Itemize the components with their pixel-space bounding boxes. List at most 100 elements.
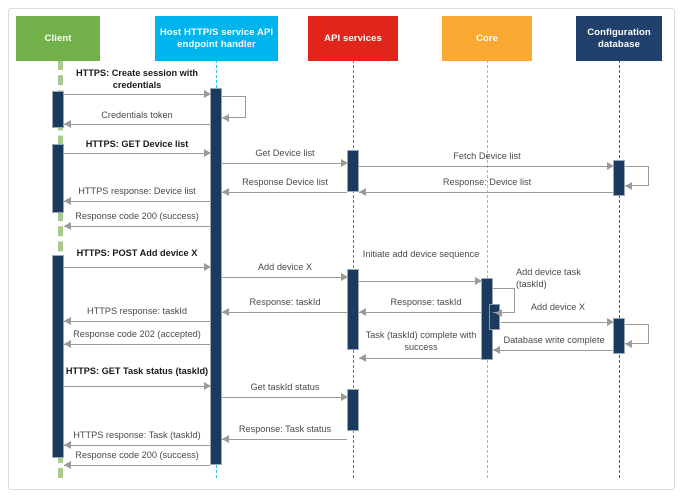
message-arrow-m2 [64, 120, 71, 128]
message-label-m1: HTTPS: Create session with credentials [75, 68, 199, 90]
actor-box-core[interactable]: Core [442, 16, 532, 61]
message-label-m3: HTTPS: GET Device list [85, 139, 189, 149]
message-arrow-m19 [64, 317, 71, 325]
message-arrow-m24 [64, 441, 71, 449]
message-line-m15 [501, 322, 613, 323]
message-line-m18 [222, 312, 347, 313]
message-label-m11: Add device X [257, 262, 313, 272]
message-line-m7 [222, 192, 347, 193]
message-label-m6: Response: Device list [442, 177, 532, 187]
self-loop-core-1-arrow-icon [495, 309, 502, 317]
activation-bar-api-3 [347, 389, 359, 431]
actor-box-api-services[interactable]: API services [308, 16, 398, 61]
message-line-m3 [64, 153, 210, 154]
message-arrow-m15 [607, 318, 614, 326]
message-label-m17: Task (taskId) complete with success [365, 330, 477, 352]
message-line-m24 [64, 445, 210, 446]
message-arrow-m21 [204, 382, 211, 390]
message-label-m13: Add device task (taskId) [516, 267, 581, 289]
message-label-m12: Initiate add device sequence [362, 249, 480, 259]
self-loop-host-1 [222, 96, 246, 118]
message-arrow-m14 [359, 308, 366, 316]
self-loop-db-1 [625, 166, 649, 186]
actor-label-client: Client [44, 32, 72, 44]
actor-box-host[interactable]: Host HTTP/S service API endpoint handler [155, 16, 278, 61]
message-arrow-m7 [222, 188, 229, 196]
message-label-m18: Response: taskId [249, 297, 321, 307]
actor-label-host: Host HTTP/S service API endpoint handler [159, 27, 274, 50]
message-arrow-m5 [607, 162, 614, 170]
message-arrow-m16 [493, 346, 500, 354]
message-arrow-m3 [204, 149, 211, 157]
lifeline-core [487, 60, 488, 478]
activation-bar-client-3 [52, 255, 64, 458]
message-label-m23: Response: Task status [238, 424, 332, 434]
message-label-m22: Get taskId status [250, 382, 320, 392]
activation-bar-core-nested [489, 304, 500, 330]
message-label-m16: Database write complete [503, 335, 605, 345]
message-arrow-m18 [222, 308, 229, 316]
message-line-m12 [359, 281, 481, 282]
message-arrow-m8 [64, 197, 71, 205]
message-line-m23 [222, 439, 347, 440]
message-label-m25: Response code 200 (success) [75, 450, 199, 460]
message-label-m21: HTTPS: GET Task status (taskId) [65, 366, 209, 376]
message-arrow-m1 [204, 90, 211, 98]
message-label-m20: Response code 202 (accepted) [73, 329, 201, 339]
message-line-m17 [359, 358, 481, 359]
message-arrow-m12 [475, 277, 482, 285]
message-arrow-m22 [341, 393, 348, 401]
activation-bar-client-1 [52, 91, 64, 128]
activation-bar-host-1 [210, 88, 222, 465]
message-arrow-m10 [204, 263, 211, 271]
message-arrow-m23 [222, 435, 229, 443]
message-line-m2 [64, 124, 210, 125]
message-line-m1 [64, 94, 210, 95]
self-loop-db-1-arrow-icon [625, 182, 632, 190]
message-line-m6 [359, 192, 613, 193]
message-arrow-m25 [64, 461, 71, 469]
message-line-m21 [64, 386, 210, 387]
message-label-m10: HTTPS: POST Add device X [76, 248, 198, 258]
activation-bar-client-2 [52, 144, 64, 213]
message-line-m4 [222, 163, 347, 164]
actor-box-client[interactable]: Client [16, 16, 100, 61]
message-line-m16 [493, 350, 613, 351]
message-line-m8 [64, 201, 210, 202]
message-label-m9: Response code 200 (success) [75, 211, 199, 221]
actor-label-configuration-database: Configuration database [587, 27, 651, 50]
self-loop-core-1 [493, 288, 515, 313]
self-loop-host-1-arrow-icon [222, 114, 229, 122]
message-arrow-m11 [341, 273, 348, 281]
message-label-m14: Response: taskId [390, 297, 462, 307]
message-line-m5 [359, 166, 613, 167]
message-label-m4: Get Device list [255, 148, 315, 158]
message-line-m14 [359, 312, 481, 313]
message-arrow-m20 [64, 340, 71, 348]
message-line-m10 [64, 267, 210, 268]
activation-bar-api-2 [347, 269, 359, 350]
message-label-m2: Credentials token [101, 110, 173, 120]
message-arrow-m9 [64, 222, 71, 230]
message-line-m25 [64, 465, 210, 466]
actor-label-api-services: API services [324, 32, 382, 44]
message-line-m19 [64, 321, 210, 322]
message-label-m8: HTTPS response: Device list [78, 186, 196, 196]
actor-label-core: Core [475, 32, 499, 44]
diagram-frame [8, 8, 675, 490]
message-line-m20 [64, 344, 210, 345]
activation-bar-db-2 [613, 318, 625, 354]
lifeline-db [619, 60, 620, 478]
message-label-m5: Fetch Device list [453, 151, 521, 161]
message-label-m7: Response Device list [242, 177, 328, 187]
message-label-m15: Add device X [530, 302, 586, 312]
message-arrow-m17 [359, 354, 366, 362]
message-line-m22 [222, 397, 347, 398]
message-label-m19: HTTPS response: taskId [86, 306, 188, 316]
activation-bar-api-1 [347, 150, 359, 192]
activation-bar-db-1 [613, 160, 625, 196]
message-line-m9 [64, 226, 210, 227]
actor-box-configuration-database[interactable]: Configuration database [576, 16, 662, 61]
message-arrow-m4 [341, 159, 348, 167]
